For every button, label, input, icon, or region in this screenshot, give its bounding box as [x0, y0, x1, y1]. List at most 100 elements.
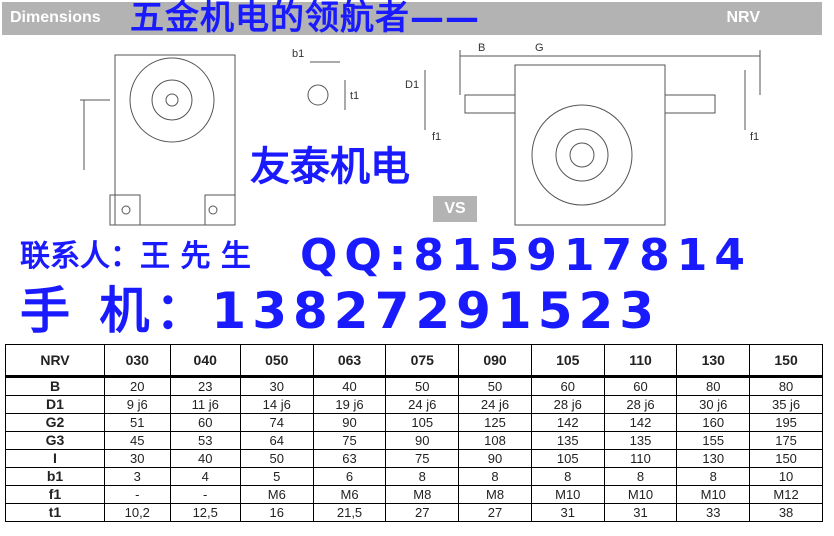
cell: 53 [169, 431, 241, 450]
cell: 110 [603, 449, 678, 468]
cell: 45 [104, 431, 171, 450]
cell: 125 [458, 413, 532, 432]
cell: 30 [239, 376, 314, 396]
cell: 9 j6 [104, 395, 171, 414]
cell: 150 [749, 449, 823, 468]
cell: 105 [530, 449, 605, 468]
cell: 105 [385, 413, 460, 432]
cell: 60 [530, 376, 605, 396]
cell: 31 [603, 503, 678, 522]
header-model: NRV [726, 9, 761, 26]
col-header: 075 [385, 344, 460, 378]
cell: 4 [169, 467, 241, 486]
cell: 10 [749, 467, 823, 486]
watermark-slogan: 五金机电的领航者—— [130, 0, 480, 38]
cell: 35 j6 [749, 395, 823, 414]
cell: - [169, 485, 241, 504]
cell: 3 [104, 467, 171, 486]
cell: M6 [312, 485, 387, 504]
cell: M10 [530, 485, 605, 504]
cell: M12 [749, 485, 823, 504]
row-key: D1 [5, 395, 105, 414]
label-f1: f1 [432, 131, 441, 143]
cell: 10,2 [104, 503, 171, 522]
watermark-contact: 联系人：王 先 生 [20, 239, 251, 274]
cell: 31 [530, 503, 605, 522]
cell: 50 [385, 376, 460, 396]
col-header: 130 [676, 344, 751, 378]
cell: 24 j6 [458, 395, 532, 414]
label-t1: t1 [350, 90, 359, 102]
cell: 75 [312, 431, 387, 450]
label-D1: D1 [405, 79, 419, 91]
col-header: NRV [5, 344, 105, 378]
cell: 142 [603, 413, 678, 432]
cell: 60 [169, 413, 241, 432]
col-header: 063 [312, 344, 387, 378]
cell: 8 [530, 467, 605, 486]
cell: 90 [385, 431, 460, 450]
cell: 50 [458, 376, 532, 396]
cell: M8 [458, 485, 532, 504]
cell: 40 [169, 449, 241, 468]
cell: 14 j6 [239, 395, 314, 414]
cell: 155 [676, 431, 751, 450]
cell: 30 j6 [676, 395, 751, 414]
cell: 63 [312, 449, 387, 468]
cell: 175 [749, 431, 823, 450]
cell: M10 [603, 485, 678, 504]
shaft-key-view [307, 61, 346, 110]
cell: 5 [239, 467, 314, 486]
row-key: t1 [5, 503, 105, 522]
cell: 160 [676, 413, 751, 432]
col-header: 030 [104, 344, 171, 378]
vs-label: VS [433, 196, 477, 222]
cell: 8 [458, 467, 532, 486]
col-header: 105 [530, 344, 605, 378]
cell: 8 [676, 467, 751, 486]
label-b1: b1 [292, 48, 304, 60]
col-header: 110 [603, 344, 678, 378]
row-key: B [5, 376, 105, 396]
cell: 28 j6 [530, 395, 605, 414]
cell: 64 [239, 431, 314, 450]
cell: 19 j6 [312, 395, 387, 414]
front-view [80, 54, 236, 226]
row-key: G3 [5, 431, 105, 450]
cell: 33 [676, 503, 751, 522]
cell: 195 [749, 413, 823, 432]
col-header: 050 [239, 344, 314, 378]
cell: 108 [458, 431, 532, 450]
label-f1-right: f1 [750, 131, 759, 143]
row-key: G2 [5, 413, 105, 432]
cell: 90 [458, 449, 532, 468]
cell: 20 [104, 376, 171, 396]
cell: 8 [385, 467, 460, 486]
header-bar: Dimensions NRV [2, 2, 822, 35]
table-header-row: NRV 030 040 050 063 075 090 105 110 130 … [5, 344, 823, 378]
cell: 27 [385, 503, 460, 522]
cell: 60 [603, 376, 678, 396]
row-key: b1 [5, 467, 105, 486]
side-view [424, 50, 761, 226]
cell: 6 [312, 467, 387, 486]
watermark-company: 友泰机电 [250, 144, 410, 190]
cell: 38 [749, 503, 823, 522]
cell: 30 [104, 449, 171, 468]
cell: 80 [749, 376, 823, 396]
technical-drawing: b1 t1 D1 f1 f1 B G [80, 42, 761, 226]
cell: 135 [603, 431, 678, 450]
cell: 142 [530, 413, 605, 432]
row-key: f1 [5, 485, 105, 504]
row-key: I [5, 449, 105, 468]
cell: 21,5 [312, 503, 387, 522]
watermark-qq: QQ:815917814 [300, 230, 752, 281]
cell: 27 [458, 503, 532, 522]
